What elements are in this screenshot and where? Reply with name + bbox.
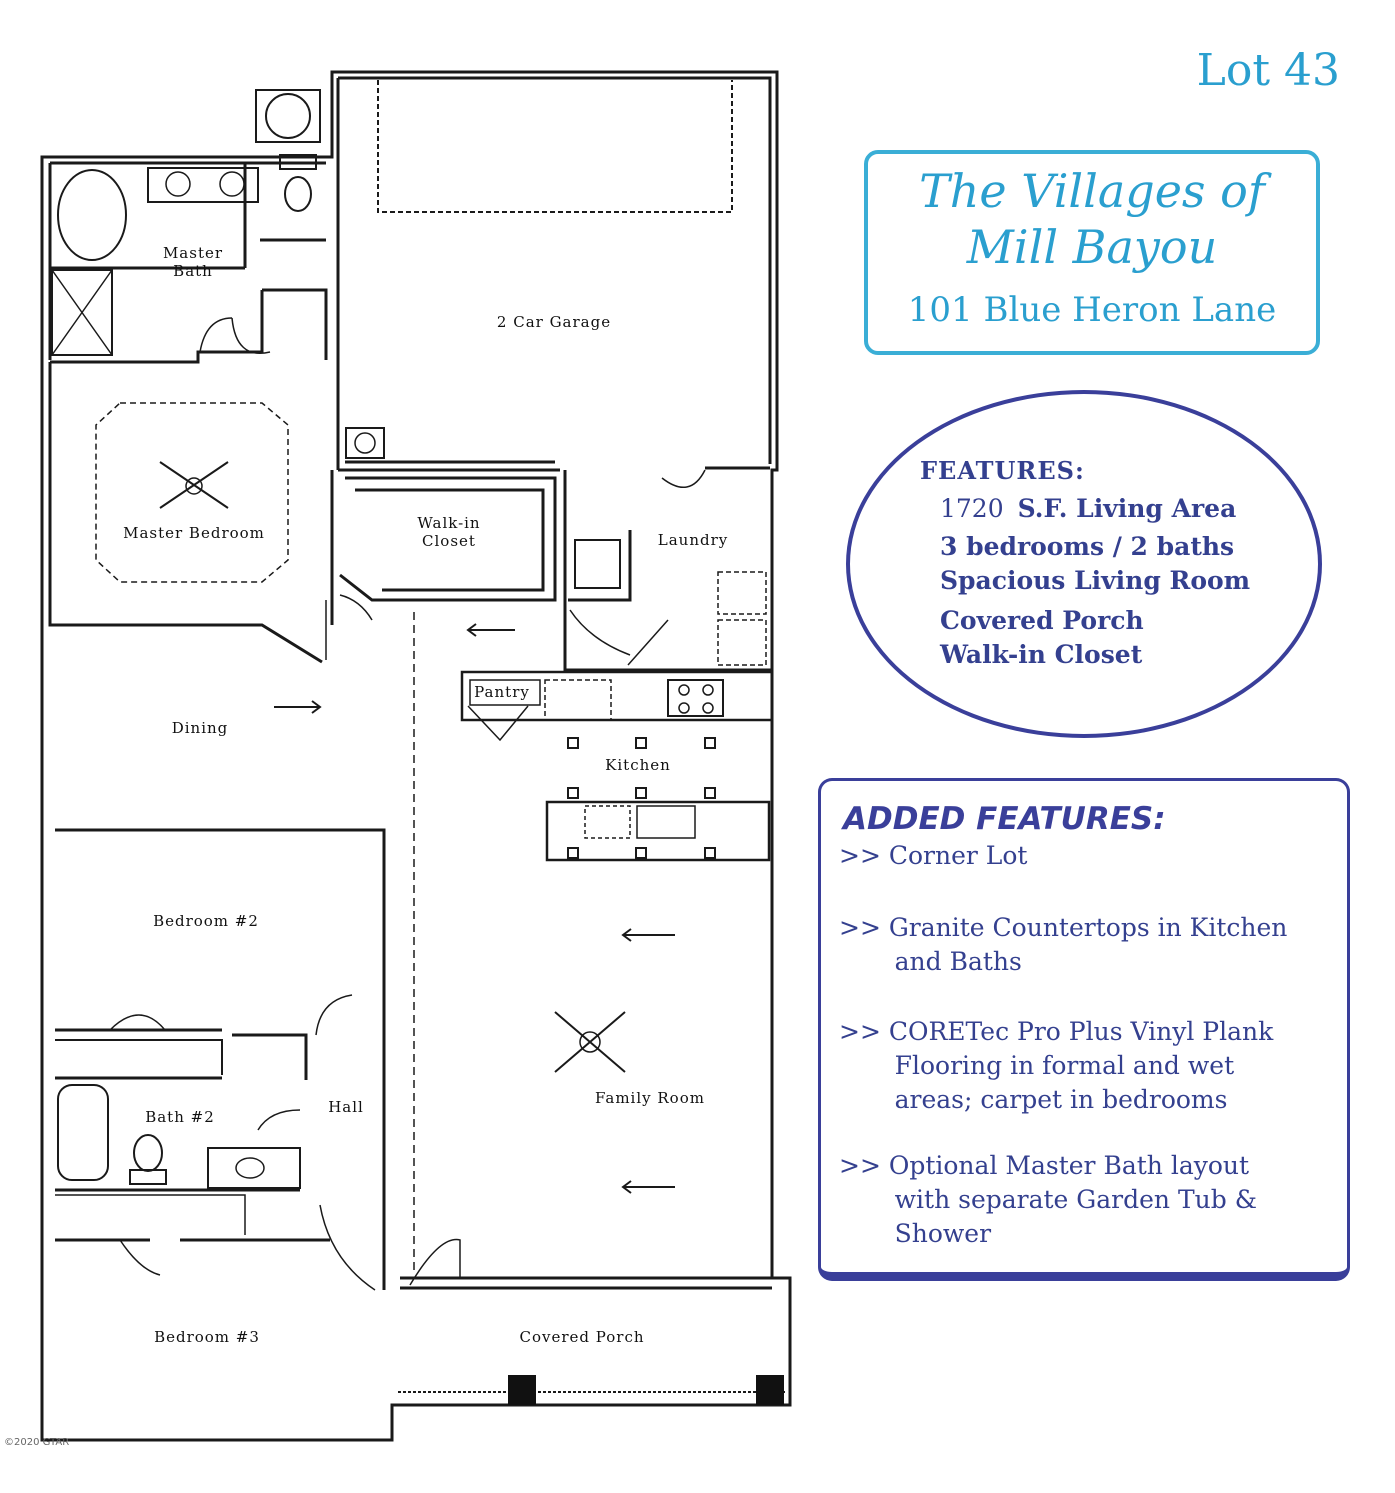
lot-label: Lot 43 [1196,45,1340,96]
room-label-laundry: Laundry [658,531,728,549]
community-name-line2: Mill Bayou [966,220,1218,274]
community-name-line1: The Villages of [919,164,1265,218]
added-feature-item: >> Optional Master Bath layout with sepa… [839,1151,1257,1248]
room-label-master-bedroom: Master Bedroom [123,524,265,542]
room-label-bedroom2: Bedroom #2 [153,912,259,930]
street-address: 101 Blue Heron Lane [907,290,1277,330]
features-oval: FEATURES: 1720 S.F. Living Area 3 bedroom… [846,390,1322,738]
room-label-walk-in-closet-1: Walk-in [417,514,480,532]
room-label-covered-porch: Covered Porch [519,1328,644,1346]
features-heading: FEATURES: [920,456,1085,485]
walls [40,70,792,1442]
added-feature-item: >> Corner Lot [839,841,1028,870]
room-label-master-bath-1: Master [163,244,223,262]
feature-item: 3 bedrooms / 2 baths [940,532,1235,561]
feature-item: Covered Porch [940,606,1144,635]
added-features-box: ADDED FEATURES: >> Corner Lot >> Granite… [818,778,1350,1281]
room-label-bedroom3: Bedroom #3 [154,1328,260,1346]
porch-posts [508,1375,784,1405]
added-feature-item: >> CORETec Pro Plus Vinyl Plank Flooring… [839,1017,1274,1114]
floor-plan: Master Bath 2 Car Garage Master Bedroom … [40,70,792,1442]
added-feature-item: >> Granite Countertops in Kitchen and Ba… [839,913,1288,976]
feature-number: 1720 [940,494,1004,523]
room-label-master-bath-2: Bath [173,262,213,280]
feature-item: Walk-in Closet [940,640,1143,669]
feature-item: 1720 S.F. Living Area [940,494,1236,523]
room-label-family-room: Family Room [595,1089,705,1107]
room-label-walk-in-closet-2: Closet [422,532,476,550]
copyright-notice: ©2020 GTAR [4,1437,70,1448]
added-features-heading: ADDED FEATURES: [843,801,1166,837]
feature-text: S.F. Living Area [1017,494,1237,523]
room-label-pantry: Pantry [474,683,530,701]
room-label-dining: Dining [172,719,229,737]
room-label-bath2: Bath #2 [145,1108,215,1126]
community-title-box: The Villages of Mill Bayou 101 Blue Hero… [864,150,1320,355]
room-label-garage: 2 Car Garage [497,313,611,331]
room-label-hall: Hall [328,1098,364,1116]
feature-item: Spacious Living Room [940,566,1251,595]
room-label-kitchen: Kitchen [605,756,671,774]
